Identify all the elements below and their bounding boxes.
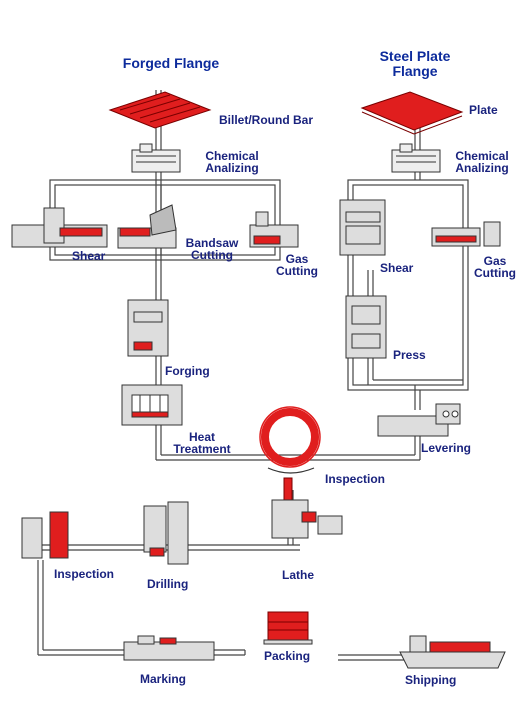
label-levering: Levering [421, 441, 472, 455]
flange-ring-icon [259, 406, 321, 468]
title-steel-plate-flange: Steel Plate Flange [355, 49, 475, 79]
label-bandsaw-cutting: Bandsaw Cutting [183, 237, 241, 261]
label-heat-line2: Treatment [173, 442, 231, 456]
label-gas-cutting-2: Gas Cutting [468, 255, 522, 279]
label-bandsaw-line2: Cutting [191, 248, 233, 262]
inspection-gauge-icon [267, 467, 315, 503]
label-gas-cutting-1: Gas Cutting [270, 253, 324, 277]
packing-crate-icon [263, 611, 313, 645]
levering-machine-icon [377, 403, 461, 437]
label-gas1-line2: Cutting [276, 264, 318, 278]
label-chem1-line2: Analizing [205, 161, 259, 175]
label-chem2-line2: Analizing [455, 161, 509, 175]
bandsaw-machine-icon [117, 204, 177, 249]
shear-machine-icon-2 [339, 199, 386, 256]
label-shear-2: Shear [380, 261, 414, 275]
label-chemical-analyzing-2: Chemical Analizing [450, 150, 514, 174]
label-gas1-line1: Gas [285, 252, 309, 266]
cargo-ship-icon [399, 635, 506, 669]
label-bandsaw-line1: Bandsaw [185, 236, 239, 250]
forging-press-icon [127, 299, 169, 357]
hydraulic-press-icon [345, 295, 387, 359]
label-gas2-line2: Cutting [474, 266, 516, 280]
marking-machine-icon [123, 635, 215, 661]
gas-cutting-machine-icon-1 [249, 211, 299, 248]
label-shear-1: Shear [72, 249, 106, 263]
label-lathe: Lathe [282, 568, 315, 582]
label-heat-treatment: Heat Treatment [166, 431, 238, 455]
shear-machine-icon-1 [11, 207, 108, 248]
plate-stack-icon [360, 91, 464, 135]
label-shipping: Shipping [405, 673, 457, 687]
lathe-machine-icon [271, 499, 343, 539]
label-chem1-line1: Chemical [205, 149, 259, 163]
label-marking: Marking [140, 672, 187, 686]
title-forged-flange: Forged Flange [122, 55, 220, 71]
label-packing: Packing [264, 649, 311, 663]
title-steel-plate-line1: Steel Plate [379, 48, 451, 64]
gas-cutting-machine-icon-2 [431, 221, 501, 247]
label-press: Press [393, 348, 426, 362]
label-gas2-line1: Gas [483, 254, 507, 268]
label-billet: Billet/Round Bar [219, 113, 314, 127]
label-inspection-left: Inspection [54, 567, 115, 581]
label-inspection-mid: Inspection [325, 472, 386, 486]
label-forging: Forging [165, 364, 210, 378]
title-steel-plate-line2: Flange [392, 63, 438, 79]
billet-bars-icon [108, 91, 212, 129]
label-chem2-line1: Chemical [455, 149, 509, 163]
drilling-machine-icon [143, 501, 189, 565]
label-heat-line1: Heat [188, 430, 215, 444]
label-chemical-analyzing-1: Chemical Analizing [200, 150, 264, 174]
chemical-analyzer-icon-2 [391, 143, 441, 173]
label-plate: Plate [469, 103, 498, 117]
heat-treatment-furnace-icon [121, 384, 183, 426]
label-drilling: Drilling [147, 577, 189, 591]
chemical-analyzer-icon-1 [131, 143, 181, 173]
inspection-caliper-icon [21, 511, 69, 559]
